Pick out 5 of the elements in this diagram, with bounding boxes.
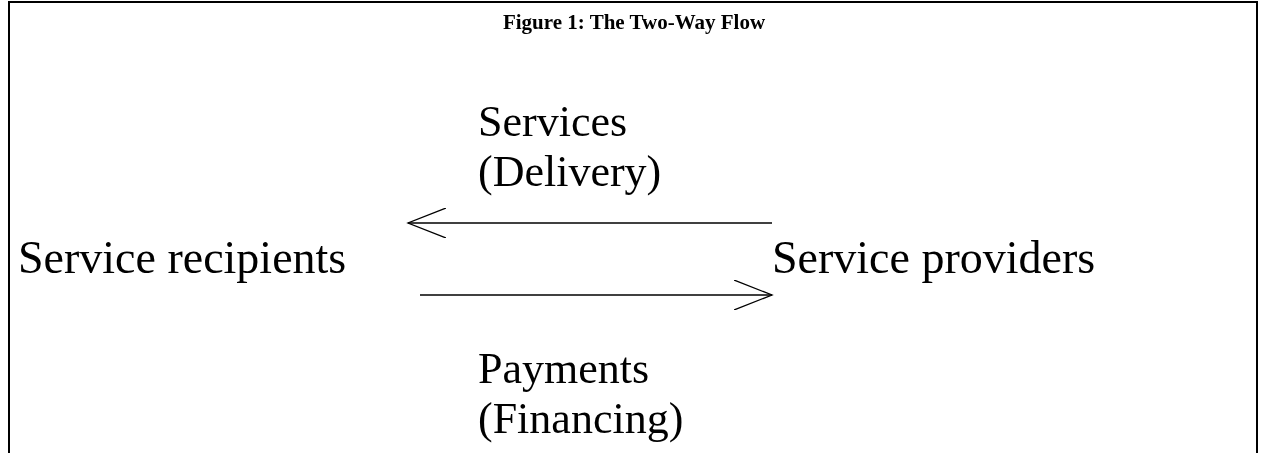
arrow bbox=[407, 207, 773, 239]
node-label: Service providers bbox=[772, 231, 1096, 284]
arrow bbox=[419, 279, 773, 311]
figure-title: Figure 1: The Two-Way Flow bbox=[501, 10, 767, 35]
node-label: Service recipients bbox=[18, 231, 347, 284]
